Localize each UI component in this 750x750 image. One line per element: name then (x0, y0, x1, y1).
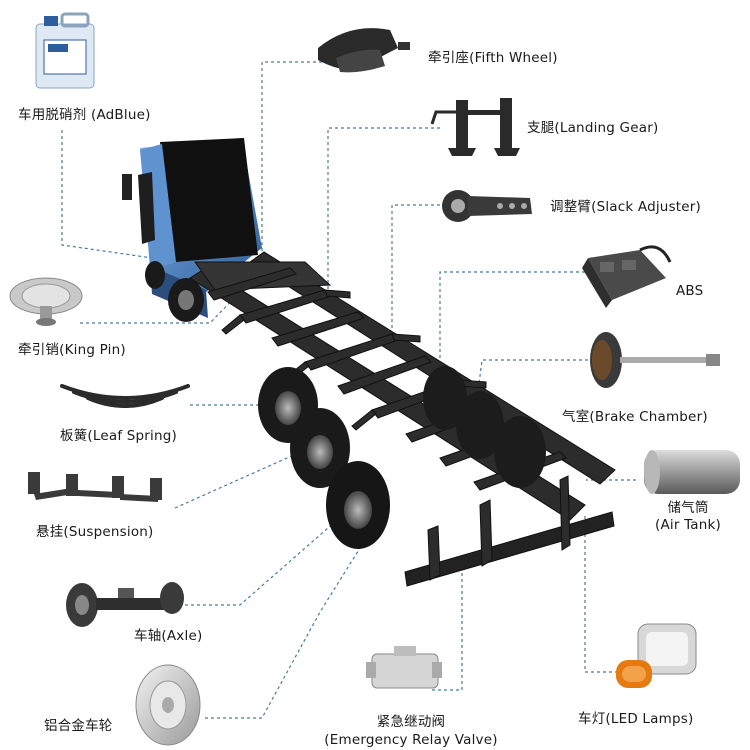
leader-landing-gear (327, 127, 440, 290)
label-fifth-wheel: 牵引座(Fifth Wheel) (428, 50, 558, 66)
wheel-icon (135, 664, 201, 746)
fifth-wheel-icon (318, 28, 410, 73)
truck-cab (122, 138, 262, 322)
leader-axle (185, 499, 361, 606)
led-lamp-icon (616, 623, 697, 688)
leader-abs (439, 271, 585, 360)
jerrycan-icon (35, 12, 95, 89)
slack-adjuster-icon (442, 190, 532, 222)
label-slack-adjuster: 调整臂(Slack Adjuster) (550, 199, 702, 215)
label-suspension: 悬挂(Suspension) (36, 524, 154, 540)
leader-king-pin (80, 289, 243, 324)
relay-valve-icon (366, 646, 442, 689)
label-air-tank-en: (Air Tank) (654, 517, 722, 533)
air-tank-icon (644, 450, 740, 494)
label-axle: 车轴(Axle) (134, 628, 203, 644)
leader-slack-adjuster (391, 204, 440, 330)
label-led-lamps: 车灯(LED Lamps) (578, 711, 694, 727)
label-adblue: 车用脱硝剂 (AdBlue) (18, 107, 151, 123)
abs-module-icon (582, 245, 672, 308)
leaf-spring-icon (60, 384, 190, 408)
label-relay-valve-cn: 紧急继动阀 (376, 714, 446, 730)
king-pin-icon (9, 277, 83, 326)
trailer-frame (189, 251, 616, 587)
suspension-icon (28, 472, 162, 502)
leader-fifth-wheel (261, 61, 322, 268)
label-landing-gear: 支腿(Landing Gear) (527, 120, 659, 136)
leader-wheel (205, 539, 366, 719)
label-air-tank-cn: 储气筒 (667, 500, 709, 516)
label-wheel: 铝合金车轮 (44, 718, 113, 734)
leader-adblue (61, 130, 181, 263)
axle-icon (66, 582, 184, 627)
label-relay-valve-en: (Emergency Relay Valve) (324, 732, 498, 748)
wheel-set (258, 366, 546, 549)
leader-suspension (174, 449, 306, 509)
brake-chamber-icon (590, 332, 720, 388)
label-leaf-spring: 板簧(Leaf Spring) (60, 428, 178, 444)
landing-gear-icon (430, 98, 520, 156)
leader-led (584, 515, 618, 673)
label-king-pin: 牵引销(King Pin) (18, 342, 126, 358)
leader-relay-valve (432, 568, 463, 691)
label-abs: ABS (676, 283, 704, 299)
label-brake-chamber: 气室(Brake Chamber) (562, 409, 708, 425)
